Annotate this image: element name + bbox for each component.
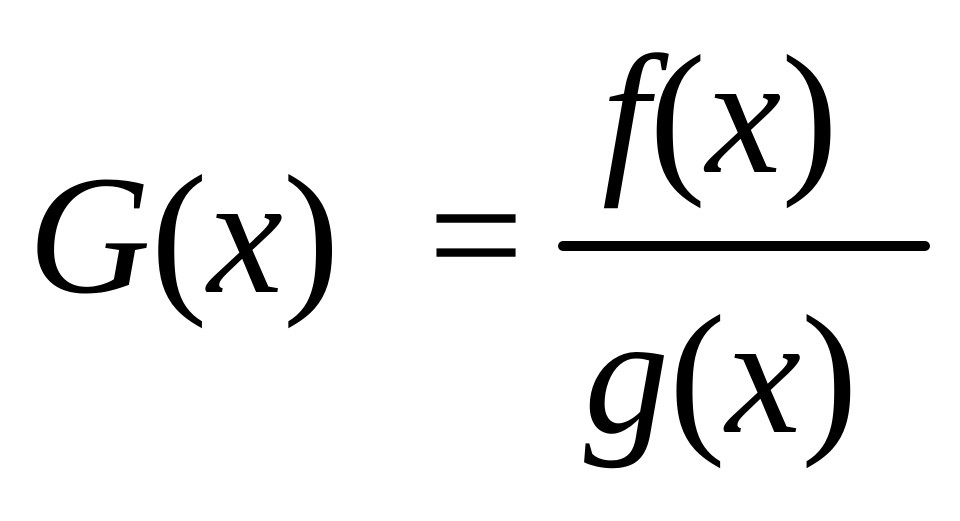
lhs-open-paren: ( xyxy=(150,141,208,329)
fraction-bar xyxy=(558,241,930,251)
denominator-close-paren: ) xyxy=(801,281,858,469)
lhs-variable: x xyxy=(207,141,283,329)
denominator-variable: x xyxy=(725,281,802,469)
denominator: g(x) xyxy=(584,290,858,460)
numerator-close-paren: ) xyxy=(781,21,838,209)
numerator-function-symbol: f xyxy=(602,21,650,209)
lhs-close-paren: ) xyxy=(282,141,340,329)
numerator-open-paren: ( xyxy=(649,21,706,209)
left-hand-side: G(x) xyxy=(28,150,340,320)
numerator-variable: x xyxy=(705,21,782,209)
numerator: f(x) xyxy=(602,30,838,200)
denominator-open-paren: ( xyxy=(669,281,726,469)
denominator-function-symbol: g xyxy=(584,281,669,469)
lhs-function-symbol: G xyxy=(28,141,151,329)
equals-sign: = xyxy=(428,141,524,329)
